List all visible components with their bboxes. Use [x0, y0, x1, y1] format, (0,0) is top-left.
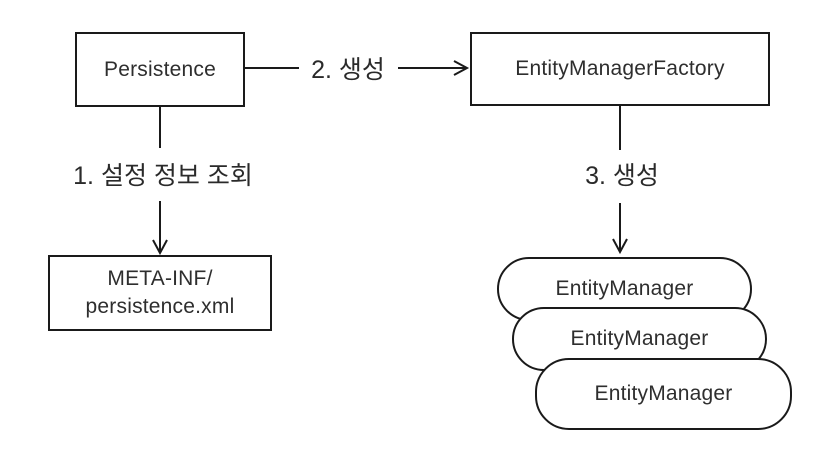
entity-manager-node-middle-label: EntityManager [570, 327, 709, 350]
entity-manager-factory-node: EntityManagerFactory [470, 32, 770, 106]
meta-inf-node-label: META-INF/ persistence.xml [86, 265, 235, 321]
persistence-node-label: Persistence [104, 57, 216, 81]
edge-step2-arrowhead [453, 60, 470, 76]
edge-label-step1: 1. 설정 정보 조회 [71, 156, 255, 192]
entity-manager-node-back-label: EntityManager [555, 277, 694, 300]
meta-inf-node-label-line1: META-INF/ [107, 267, 213, 290]
meta-inf-node-label-line2: persistence.xml [85, 295, 235, 318]
entity-manager-node-front-label: EntityManager [594, 382, 733, 405]
edge-label-step2: 2. 생성 [309, 50, 387, 86]
edge-step1-arrowhead [152, 239, 168, 256]
edge-label-step3: 3. 생성 [583, 156, 661, 192]
entity-manager-node-front: EntityManager [535, 358, 792, 430]
edge-step3-arrowhead [612, 238, 628, 255]
meta-inf-persistence-xml-node: META-INF/ persistence.xml [48, 255, 272, 331]
entity-manager-factory-node-label: EntityManagerFactory [515, 57, 725, 80]
persistence-node: Persistence [75, 32, 245, 107]
